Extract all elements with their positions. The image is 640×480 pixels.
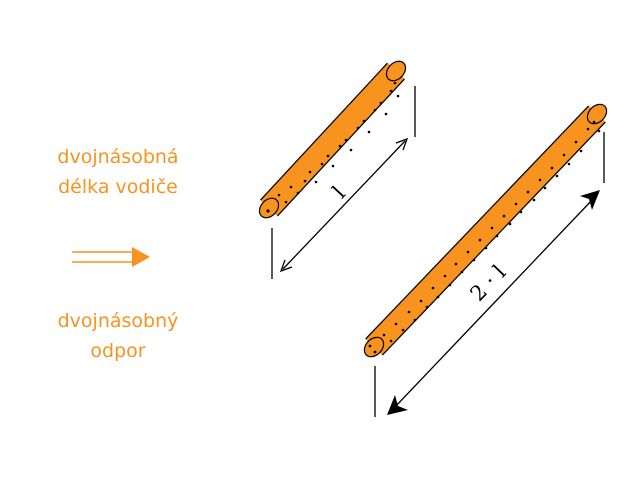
short-wire: [258, 60, 407, 219]
caption-double-resistance-line1: dvojnásobný: [57, 310, 179, 332]
long-wire-charges: [382, 120, 601, 343]
caption-double-resistance: dvojnásobný odpor: [28, 306, 208, 366]
caption-double-resistance-line2: odpor: [90, 340, 146, 362]
short-wire-charges: [277, 81, 400, 204]
implication-arrow-icon: [72, 247, 150, 267]
short-wire-dimension: [271, 86, 416, 279]
caption-double-length-line1: dvojnásobná: [57, 146, 179, 168]
long-wire-dimension: [374, 132, 605, 417]
caption-double-length: dvojnásobná délka vodiče: [28, 142, 208, 202]
caption-double-length-line2: délka vodiče: [58, 176, 178, 198]
long-length-label: 2 · l: [465, 260, 510, 306]
long-wire: [363, 103, 608, 358]
short-length-label: l: [328, 181, 350, 202]
